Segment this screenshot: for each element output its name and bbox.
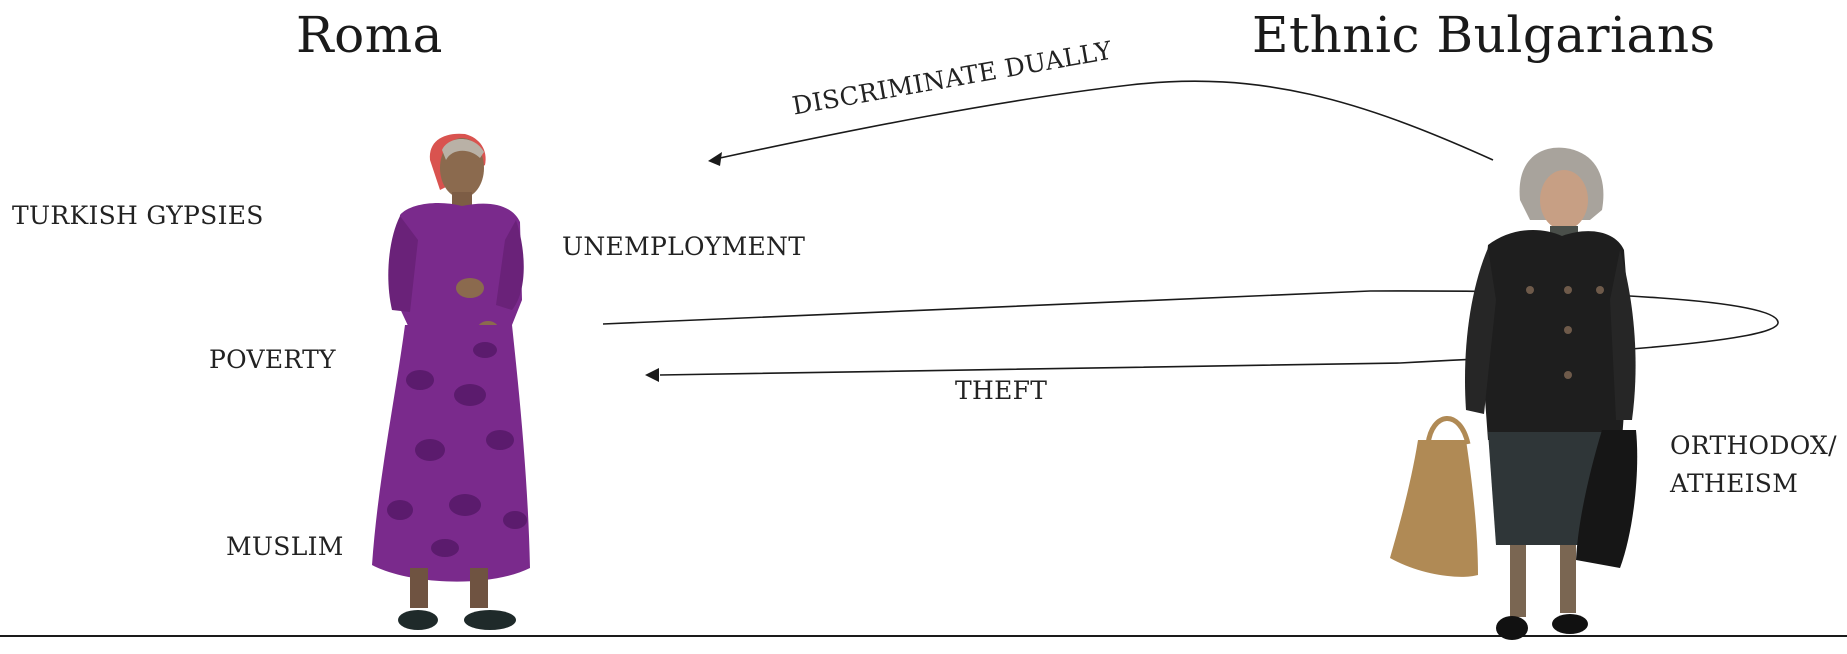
label-theft: THEFT [955, 376, 1048, 405]
arrowhead-discriminate-dually [708, 152, 722, 166]
bulgarian-head [1540, 170, 1588, 230]
bulgarian-bag-left [1390, 440, 1478, 577]
arrow-discriminate-dually [719, 80, 1494, 161]
label-poverty: POVERTY [209, 345, 336, 374]
label-atheism: ATHEISM [1670, 469, 1799, 498]
bulgarian-bag-right [1576, 430, 1638, 568]
arrowhead-theft [645, 368, 659, 382]
bulgarian-coat [1480, 229, 1630, 440]
label-unemployment: UNEMPLOYMENT [562, 232, 806, 261]
roma-dress-skirt [372, 325, 530, 582]
label-muslim: MUSLIM [226, 532, 344, 561]
title-roma: Roma [296, 6, 443, 64]
label-orthodox: ORTHODOX/ [1670, 431, 1837, 460]
roma-dress-top [396, 203, 522, 330]
title-ethnic-bulgarians: Ethnic Bulgarians [1252, 6, 1716, 64]
label-turkish-gypsies: TURKISH GYPSIES [12, 201, 264, 230]
